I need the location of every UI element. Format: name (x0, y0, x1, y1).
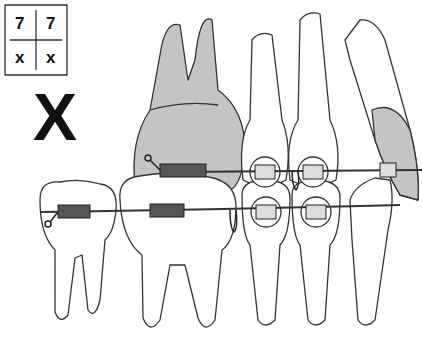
lower-canine (350, 178, 392, 325)
molar-tube (58, 205, 90, 218)
lower-molar (40, 180, 116, 319)
hook (50, 212, 58, 222)
table-cell: 7 (46, 15, 55, 32)
hook (145, 155, 151, 161)
stop-loop (292, 170, 299, 190)
molar-tube (150, 204, 184, 217)
bracket-pad (301, 197, 331, 227)
bracket (380, 163, 396, 177)
bracket (306, 205, 326, 219)
lower-premolar (292, 180, 340, 325)
bracket-pad (298, 157, 328, 187)
stop-loop (230, 210, 237, 232)
molar-tube (160, 164, 206, 177)
archwire (40, 205, 400, 212)
bracket-pad (251, 197, 281, 227)
table-cell: 7 (15, 15, 24, 32)
table-cell: x (46, 49, 55, 66)
lower-premolar (242, 180, 290, 325)
bracket (303, 165, 323, 179)
hook (45, 221, 51, 227)
hook (150, 160, 160, 170)
table-line (10, 39, 62, 40)
bracket (255, 165, 275, 179)
table-cell: x (15, 49, 24, 66)
upper-canine (345, 20, 418, 200)
upper-molar (134, 19, 245, 192)
bracket-pad (250, 157, 280, 187)
table-box (5, 5, 67, 75)
lower-molar (120, 173, 236, 327)
bracket (256, 205, 276, 219)
upper-premolar (242, 33, 289, 186)
mark-letter: X (33, 84, 77, 150)
cej-line (150, 103, 218, 110)
